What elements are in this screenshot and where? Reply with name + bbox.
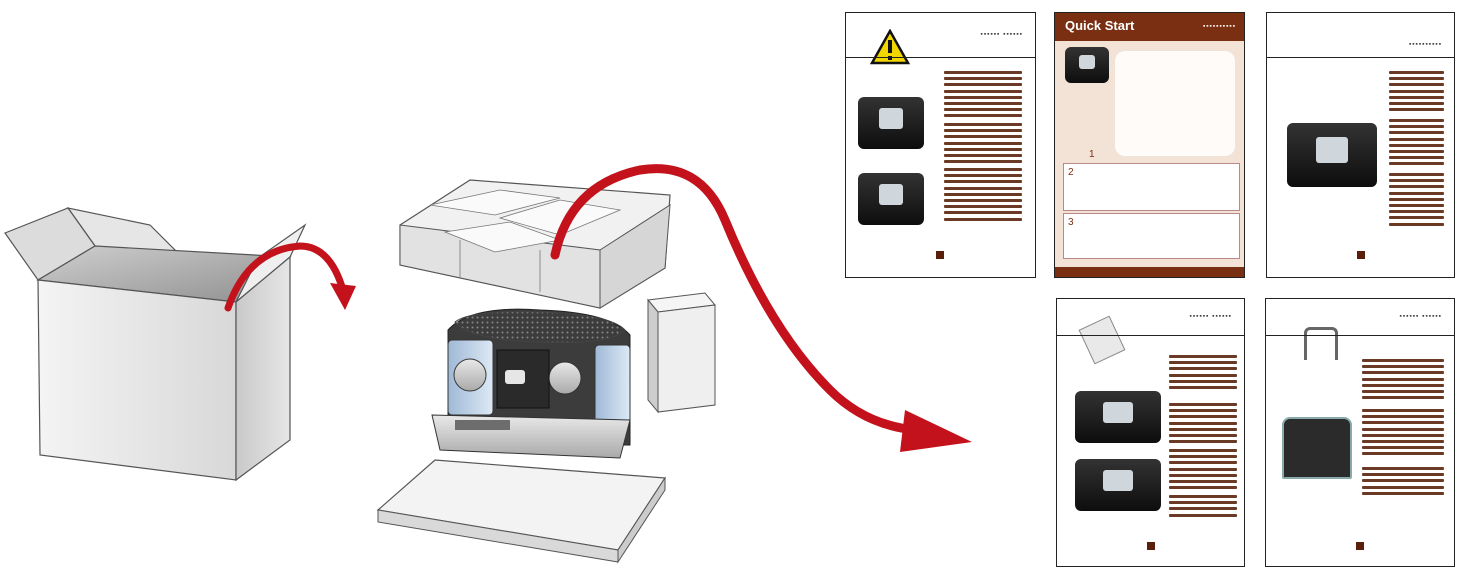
text-block xyxy=(1169,495,1237,520)
doc-code: ▪▪▪▪▪▪ ▪▪▪▪▪▪ xyxy=(1189,313,1232,320)
doc-code: ▪▪▪▪▪▪ ▪▪▪▪▪▪ xyxy=(1399,313,1442,320)
step-panel: 2 xyxy=(1063,163,1240,211)
text-block xyxy=(944,123,1022,166)
quick-start-title: Quick Start xyxy=(1065,18,1135,33)
coffee-machine xyxy=(431,308,631,459)
step-panel: 3 xyxy=(1063,213,1240,259)
manual-page-water-connection: ▪▪▪▪▪▪ ▪▪▪▪▪▪ xyxy=(1265,298,1455,567)
text-block xyxy=(944,71,1022,121)
text-block xyxy=(1389,173,1444,229)
text-block xyxy=(1169,449,1237,492)
manual-page-warning: ▪▪▪▪▪▪ ▪▪▪▪▪▪ xyxy=(845,12,1036,278)
side-box xyxy=(647,292,716,414)
text-block xyxy=(1389,119,1444,169)
step-number-3: 3 xyxy=(1068,217,1074,228)
divider xyxy=(1266,335,1454,336)
brand-logo xyxy=(1147,542,1155,550)
quick-start-footer xyxy=(1055,267,1244,277)
brand-logo xyxy=(1357,251,1365,259)
text-block xyxy=(1389,71,1444,114)
step-number-1: 1 xyxy=(1089,149,1095,160)
brand-logo xyxy=(1356,542,1364,550)
manual-page-quick-start: Quick Start ▪▪▪▪▪▪▪▪▪▪ 1 2 3 xyxy=(1054,12,1245,278)
text-block xyxy=(1169,355,1237,392)
machine-thumbnail xyxy=(1065,47,1109,83)
brand-logo xyxy=(936,251,944,259)
text-block xyxy=(1362,409,1444,459)
doc-code: ▪▪▪▪▪▪▪▪▪▪ xyxy=(1408,41,1442,48)
machine-thumbnail xyxy=(1075,391,1161,443)
manual-page-descaling: ▪▪▪▪▪▪ ▪▪▪▪▪▪ xyxy=(1056,298,1245,567)
divider xyxy=(1057,335,1244,336)
doc-code: ▪▪▪▪▪▪▪▪▪▪ xyxy=(1202,23,1236,30)
step-number-2: 2 xyxy=(1068,167,1074,178)
machine-thumbnail xyxy=(858,173,924,225)
text-block xyxy=(944,168,1022,224)
foam-bottom-tray xyxy=(376,459,667,564)
machine-thumbnail xyxy=(858,97,924,149)
machine-thumbnail xyxy=(1075,459,1161,511)
divider xyxy=(1267,57,1454,58)
text-block xyxy=(1362,359,1444,402)
exploded-parts-illustration xyxy=(1115,51,1235,156)
text-block xyxy=(1362,467,1444,498)
water-tap-image xyxy=(1304,327,1338,360)
text-block xyxy=(1169,403,1237,446)
shipping-box xyxy=(4,207,307,482)
machine-rear-image xyxy=(1282,417,1352,479)
quick-start-header xyxy=(1055,13,1244,41)
manual-page-contents: ▪▪▪▪▪▪▪▪▪▪ xyxy=(1266,12,1455,278)
arrow-box-to-foam xyxy=(224,242,356,312)
arrow-foam-to-manuals xyxy=(550,164,972,452)
foam-top-insert xyxy=(399,179,671,309)
descaling-sachet-image xyxy=(1078,315,1126,365)
warning-triangle-icon xyxy=(870,29,910,65)
machine-thumbnail xyxy=(1287,123,1377,187)
doc-code: ▪▪▪▪▪▪ ▪▪▪▪▪▪ xyxy=(980,31,1023,38)
divider xyxy=(846,57,1035,58)
